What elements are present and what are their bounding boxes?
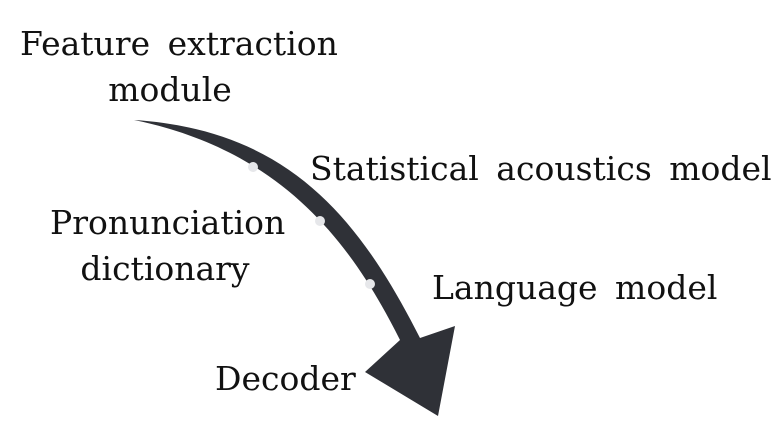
curved-arrow-shape [134,120,455,416]
feature-extraction-line2: module [108,70,232,109]
statistical-acoustics-model-label: Statistical acoustics model [310,149,772,188]
feature-extraction-label: Feature extraction module [20,24,338,109]
stage-dot-language [365,279,375,289]
stage-dot-acoustics [248,162,258,172]
pronunciation-dictionary-line2: dictionary [80,249,250,288]
language-model-label: Language model [432,268,718,307]
feature-extraction-line1: Feature extraction [20,24,338,63]
decoder-label: Decoder [215,359,356,398]
pronunciation-dictionary-line1: Pronunciation [50,203,286,242]
stage-dot-dictionary [315,216,325,226]
pronunciation-dictionary-label: Pronunciation dictionary [50,203,286,288]
